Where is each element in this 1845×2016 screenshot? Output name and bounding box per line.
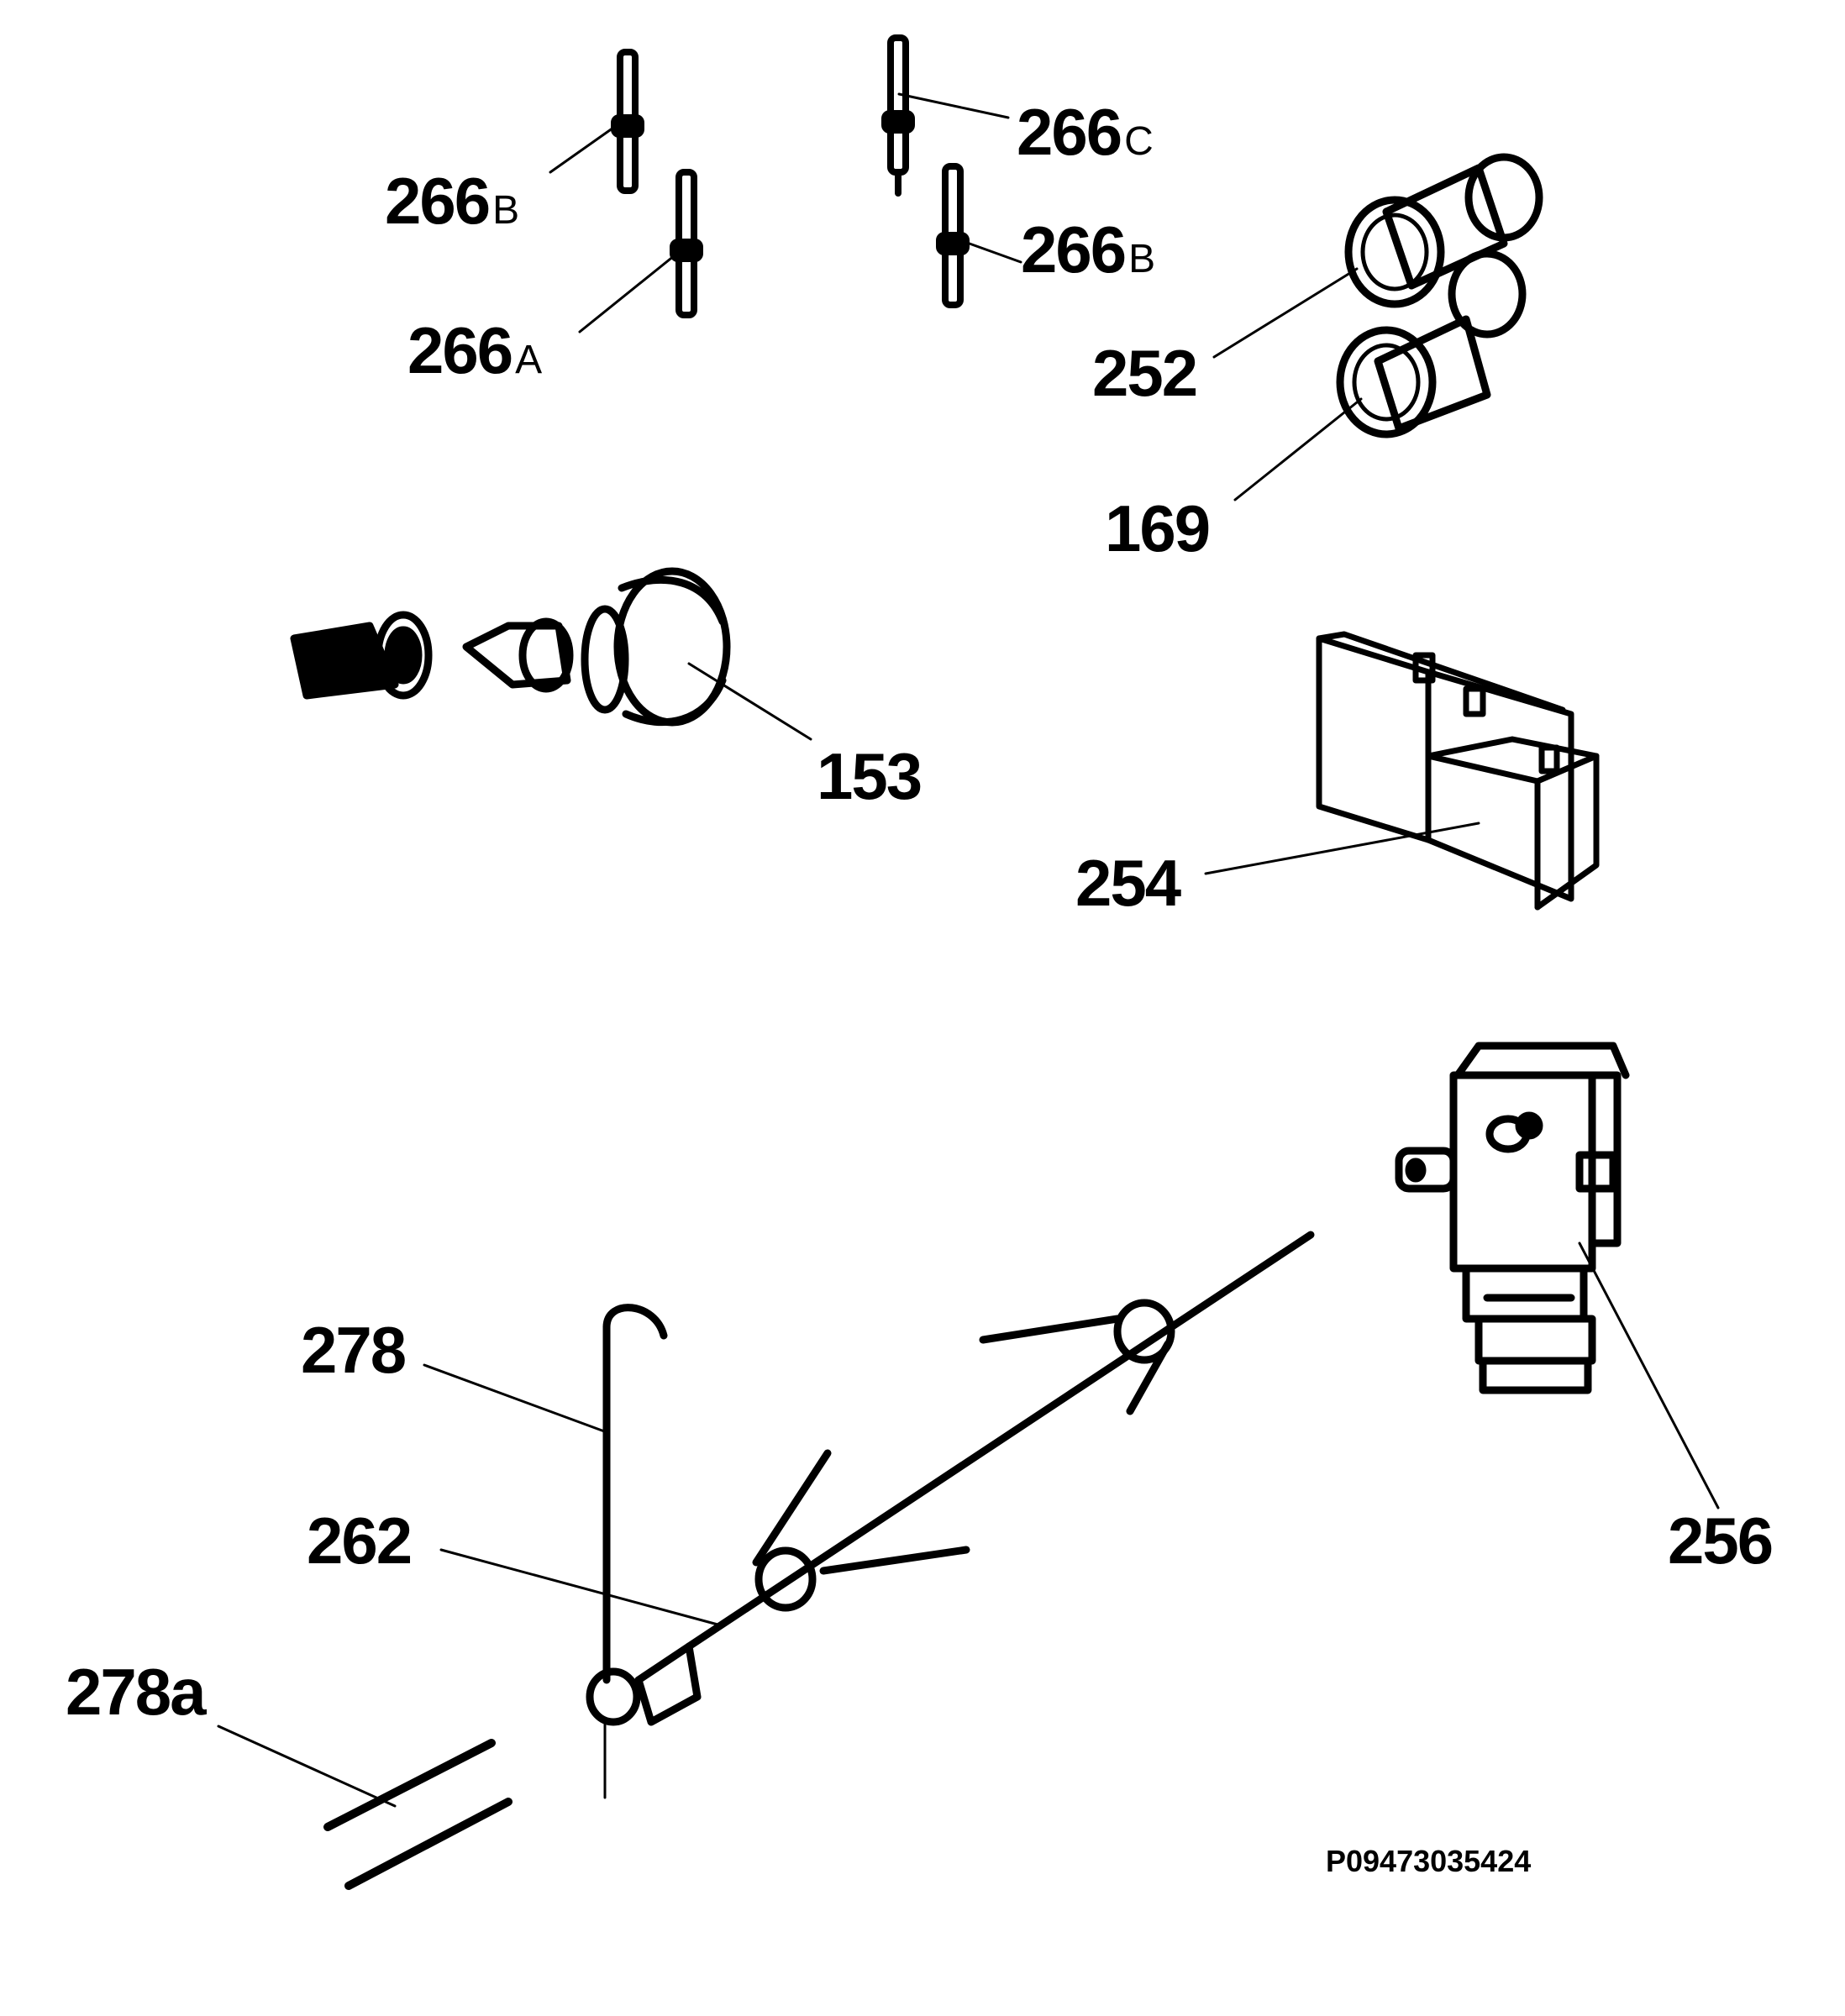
- spit-frame-278: [586, 1304, 702, 1799]
- pin-266b-right: [936, 163, 970, 308]
- callout-169: 169: [1105, 496, 1211, 561]
- rotisserie-spit-262: [685, 1231, 1315, 1651]
- leader-lines: [217, 92, 1720, 1808]
- callout-suffix: A: [515, 338, 543, 382]
- pin-266c: [881, 34, 915, 197]
- callout-number: 153: [817, 739, 922, 813]
- callout-278a: 278a: [66, 1659, 207, 1725]
- callout-153: 153: [817, 743, 922, 809]
- callout-252: 252: [1092, 340, 1198, 406]
- oven-lamp-153: [290, 567, 731, 727]
- pin-266b-left: [611, 49, 644, 194]
- callout-number: 169: [1105, 491, 1211, 565]
- selector-switch-256: [1395, 1042, 1630, 1394]
- drawing-code: P09473035424: [1326, 1844, 1532, 1878]
- callout-number: 266: [385, 164, 491, 238]
- callout-number: 266: [1017, 95, 1122, 169]
- callout-number: 278a: [66, 1655, 207, 1729]
- callout-suffix: B: [492, 188, 520, 233]
- callout-suffix: C: [1124, 119, 1154, 164]
- pin-266a: [670, 169, 703, 318]
- callout-278: 278: [301, 1317, 407, 1383]
- callout-256: 256: [1668, 1508, 1774, 1573]
- indicator-lamps-252-169: [1336, 153, 1543, 438]
- callout-number: 266: [1021, 213, 1127, 286]
- callout-254: 254: [1075, 850, 1181, 916]
- callout-266b-left: 266B: [385, 168, 519, 234]
- spit-clip-278a: [323, 1739, 512, 1890]
- callout-number: 256: [1668, 1504, 1774, 1578]
- thermostat-254: [1316, 631, 1600, 911]
- callout-number: 266: [407, 313, 513, 387]
- callout-number: 278: [301, 1313, 407, 1387]
- callout-suffix: B: [1128, 237, 1156, 281]
- callout-266b-right: 266B: [1021, 217, 1155, 282]
- callout-number: 254: [1075, 846, 1181, 920]
- callout-number: 252: [1092, 336, 1198, 410]
- callout-262: 262: [307, 1508, 413, 1573]
- callout-266a: 266A: [407, 318, 542, 383]
- callout-266c: 266C: [1017, 99, 1154, 165]
- callout-number: 262: [307, 1504, 413, 1578]
